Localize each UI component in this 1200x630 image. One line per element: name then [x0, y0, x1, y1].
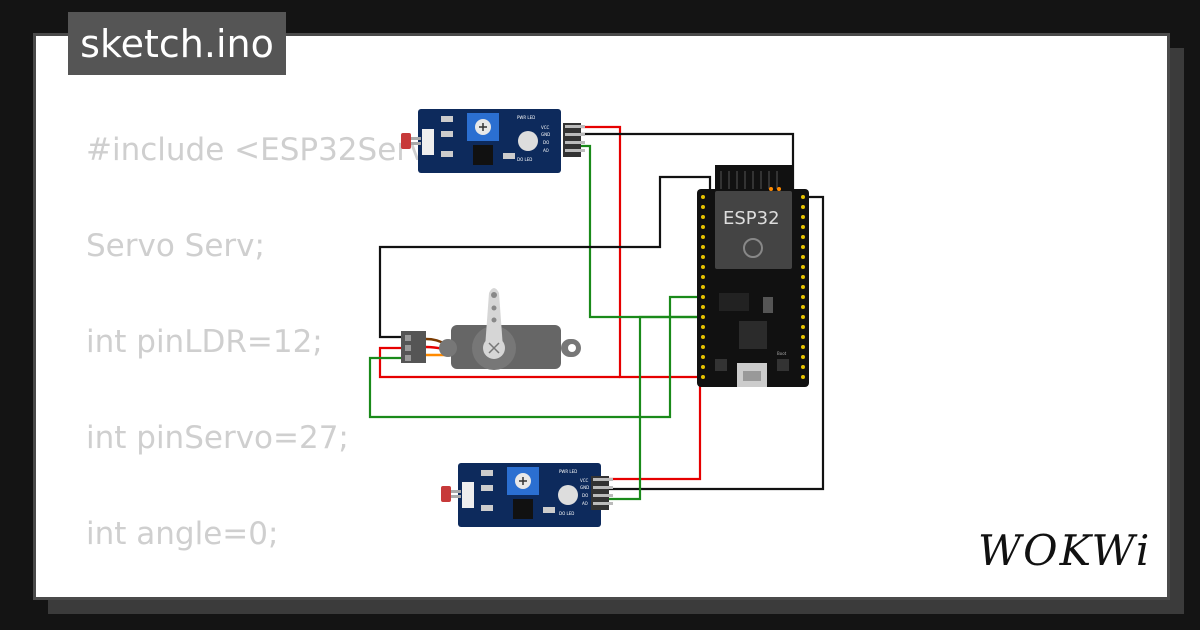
- pin-label: GND: [580, 485, 589, 490]
- comparator-chip: [513, 499, 533, 519]
- led-indicator: [518, 131, 538, 151]
- code-line: Servo Serv;: [86, 228, 265, 264]
- wire-green: [601, 315, 700, 501]
- pin-label: AO: [543, 148, 549, 153]
- code-line: int angle=0;: [86, 516, 279, 552]
- wire-green: [581, 144, 700, 319]
- pin-label: AO: [582, 501, 588, 506]
- wire-green: [368, 295, 700, 419]
- espressif-logo-icon: [743, 238, 763, 258]
- pin-label: VCC: [580, 478, 589, 483]
- pin-label: VCC: [541, 125, 550, 130]
- usb-uart-chip: [739, 321, 767, 349]
- code-line: int pinLDR=12;: [86, 324, 323, 360]
- pin-label: DO: [582, 493, 588, 498]
- pin-label: GND: [541, 132, 550, 137]
- code-line: int pinServo=27;: [86, 420, 349, 456]
- en-button[interactable]: [715, 359, 727, 371]
- ldr-socket: [462, 482, 474, 508]
- led-indicator: [558, 485, 578, 505]
- wire-red: [601, 377, 702, 481]
- ldr-socket: [422, 129, 434, 155]
- wire-black: [378, 175, 712, 339]
- pin-header-right: [801, 195, 805, 379]
- servo-connector: [401, 331, 426, 363]
- file-tab[interactable]: sketch.ino: [68, 12, 286, 75]
- comparator-chip: [473, 145, 493, 165]
- ldr-sensor-module-top[interactable]: VCC GND DO AO PWR LED DO LED: [401, 109, 585, 173]
- code-background: #include <ESP32Servo.h>Servo Serv;int pi…: [86, 102, 501, 582]
- board-label: ESP32: [723, 208, 780, 229]
- led-label: DO LED: [517, 157, 532, 162]
- wokwi-logo: WOKWi: [978, 526, 1152, 575]
- wire-red: [581, 125, 700, 379]
- wire-red: [378, 346, 620, 379]
- led-label: PWR LED: [517, 115, 535, 120]
- wire-black: [601, 195, 825, 491]
- project-preview-card: #include <ESP32Servo.h>Servo Serv;int pi…: [33, 33, 1170, 600]
- servo-motor[interactable]: [401, 288, 581, 370]
- ldr-photoresistor: [441, 486, 451, 502]
- led-label: PWR LED: [559, 469, 577, 474]
- wifi-module: [715, 191, 792, 269]
- svg-text:Boot: Boot: [777, 351, 787, 356]
- boot-button[interactable]: [777, 359, 789, 371]
- circuit-diagram: VCC GND DO AO PWR LED DO LED: [368, 109, 825, 527]
- led-label: DO LED: [559, 511, 574, 516]
- ldr-photoresistor: [401, 133, 411, 149]
- esp32-devkit-board[interactable]: ESP32 Boot: [697, 165, 809, 387]
- pin-label: DO: [543, 140, 549, 145]
- ldr-sensor-module-bottom[interactable]: VCC GND DO AO PWR LED DO LED: [441, 463, 613, 527]
- pin-header-left: [701, 195, 705, 379]
